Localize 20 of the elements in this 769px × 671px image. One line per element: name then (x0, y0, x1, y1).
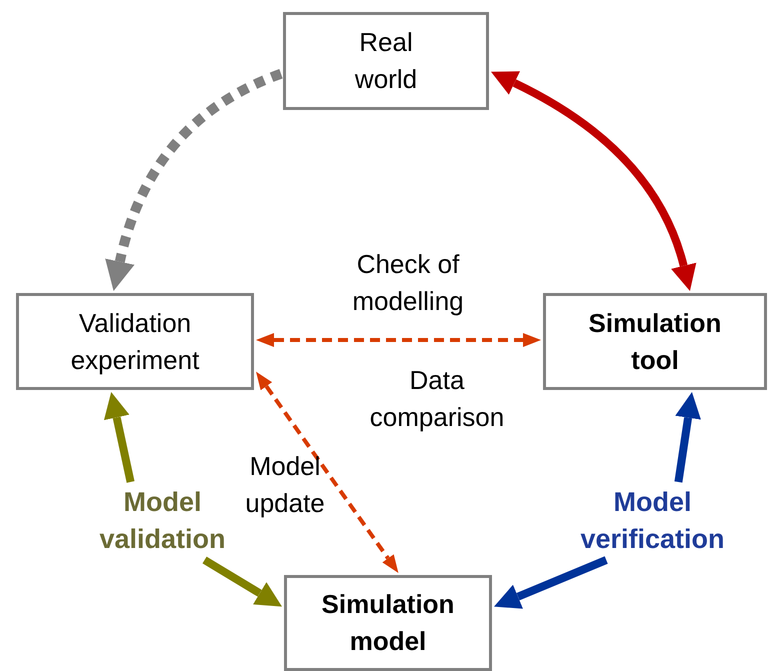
dashed-arrow (105, 69, 283, 291)
dashed-arrow (256, 372, 398, 573)
edge-label: Check of modelling (351, 248, 465, 318)
dashed-arrow (256, 333, 541, 348)
box-label: Validation experiment (70, 306, 200, 376)
process-box (283, 12, 489, 110)
arrow (491, 71, 696, 291)
process-box (543, 293, 767, 390)
box-label: Simulation model (320, 588, 456, 658)
box-label: Real world (354, 26, 418, 96)
text-label: Data comparison (368, 364, 506, 434)
annotation-text: Model verification (560, 484, 745, 558)
process-box (284, 575, 492, 671)
edge-label: Model update (244, 450, 326, 520)
arrow (202, 556, 282, 607)
arrow (674, 392, 701, 483)
annotation-text: Model validation (90, 484, 235, 558)
process-box (16, 293, 254, 390)
arrow (494, 556, 608, 609)
box-label: Simulation tool (588, 306, 722, 376)
